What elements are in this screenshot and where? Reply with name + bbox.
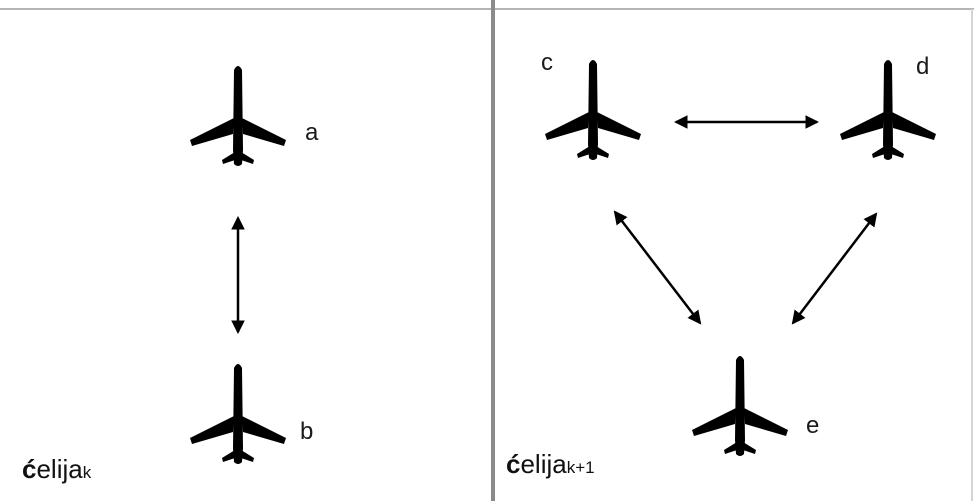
aircraft-label-c: c [541, 49, 553, 76]
link-d-e [791, 212, 878, 325]
aircraft-b: b [190, 364, 313, 464]
aircraft-label-b: b [300, 418, 313, 445]
aircraft-a: a [190, 66, 319, 166]
cell-label-k-prefix: ć [22, 454, 36, 484]
airplane-icon [545, 60, 641, 160]
aircraft-d: d [840, 53, 936, 160]
aircraft-label-d: d [916, 53, 929, 80]
aircraft-c: c [541, 49, 641, 160]
airplane-icon [190, 364, 286, 464]
cell-label-k-text: elija [36, 454, 83, 484]
cell-label-k: ćelijak [22, 454, 92, 484]
aircraft-label-e: e [806, 412, 819, 439]
link-c-e [613, 210, 702, 325]
cell-label-k-subscript: k [83, 463, 92, 482]
aircraft-label-a: a [305, 119, 319, 146]
cell-k-plus-1: c d e ćelijak+1 [506, 49, 936, 479]
airplane-icon [692, 356, 788, 456]
cell-label-k-plus-1-text: elija [520, 449, 567, 479]
cell-k: a b ćelijak [22, 66, 319, 484]
airplane-icon [190, 66, 286, 166]
cell-label-k-plus-1-subscript: k+1 [567, 458, 595, 477]
aircraft-e: e [692, 356, 819, 456]
cell-label-k-plus-1: ćelijak+1 [506, 449, 595, 479]
cell-label-k-plus-1-prefix: ć [506, 449, 520, 479]
